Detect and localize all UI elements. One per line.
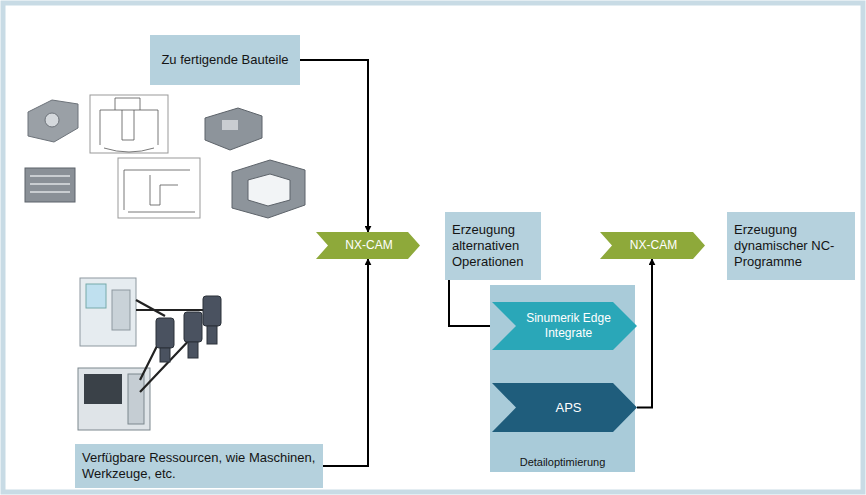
node-text: Sinumerik Edge Integrate [522,311,615,341]
heading-box: Zu fertigende Bauteile [150,35,300,85]
connector-arrow [637,259,652,408]
process-box: Erzeugung alternativen Operationen [445,212,541,280]
node-text: Erzeugung alternativen Operationen [452,222,534,270]
node-text: Verfügbare Ressourcen, wie Maschinen, We… [82,450,316,482]
process-box: Erzeugung dynamischer NC-Programme [727,212,855,280]
process-chevron: APS [492,383,637,432]
node-text: Erzeugung dynamischer NC-Programme [734,222,848,270]
node-text: Zu fertigende Bauteile [161,52,288,68]
node-text: NX-CAM [330,238,408,253]
node-text: NX-CAM [614,238,693,253]
process-chevron: NX-CAM [316,232,420,259]
process-chevron: Sinumerik Edge Integrate [492,302,637,350]
part-images [25,95,305,218]
outer-frame [3,3,863,492]
node-text: Detailoptimierung [520,456,606,469]
node-text: APS [522,400,615,416]
resource-box: Verfügbare Ressourcen, wie Maschinen, We… [75,444,323,488]
connector-arrow [323,259,368,466]
optimization-panel: Detailoptimierung Sinumerik Edge Integrat… [490,285,635,472]
connector-arrow [300,60,368,232]
machine-images [78,278,221,430]
process-chevron: NX-CAM [600,232,705,259]
